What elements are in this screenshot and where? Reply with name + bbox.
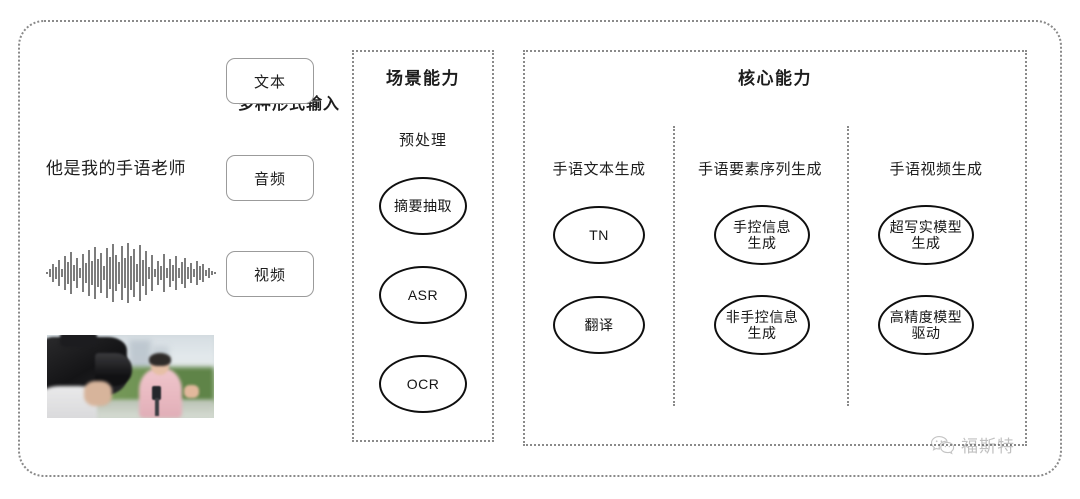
- node-summary-extraction[interactable]: 摘要抽取: [379, 177, 467, 235]
- node-tn[interactable]: TN: [553, 206, 645, 264]
- scene-capability-title: 场景能力: [386, 69, 460, 88]
- node-ocr[interactable]: OCR: [379, 355, 467, 413]
- input-panel: 多种形式输入 他是我的手语老师: [40, 90, 340, 420]
- node-manual-info-generation-line2: 生成: [747, 235, 777, 251]
- core-column-sign-element: 手语要素序列生成: [676, 158, 844, 179]
- modality-pill-audio[interactable]: 音频: [226, 155, 314, 201]
- core-capability-box: [523, 50, 1027, 446]
- core-column-sign-video: 手语视频生成: [850, 158, 1022, 179]
- node-translation[interactable]: 翻译: [553, 296, 645, 354]
- core-column-sign-video-header: 手语视频生成: [889, 161, 983, 178]
- node-photoreal-model-generation-line1: 超写实模型: [889, 218, 963, 235]
- node-nonmanual-info-generation[interactable]: 非手控信息 生成: [714, 295, 810, 355]
- node-manual-info-generation-line1: 手控信息: [733, 218, 791, 235]
- core-divider-2: [847, 126, 849, 406]
- modality-pill-audio-label: 音频: [253, 170, 286, 188]
- node-ocr-label: OCR: [406, 375, 440, 392]
- node-asr[interactable]: ASR: [379, 266, 467, 324]
- node-nonmanual-info-generation-line1: 非手控信息: [725, 308, 799, 325]
- scene-preprocess-label: 预处理: [398, 132, 447, 149]
- node-summary-extraction-label: 摘要抽取: [394, 197, 452, 214]
- video-thumbnail: [47, 335, 214, 418]
- modality-pill-text[interactable]: 文本: [226, 58, 314, 104]
- node-photoreal-model-generation[interactable]: 超写实模型 生成: [878, 205, 974, 265]
- core-capability-title: 核心能力: [738, 69, 812, 88]
- node-tn-label: TN: [589, 226, 609, 243]
- sample-text-line: 他是我的手语老师: [46, 159, 186, 178]
- scene-capability-box: [352, 50, 494, 442]
- wechat-icon: [930, 435, 956, 455]
- core-column-sign-element-header: 手语要素序列生成: [697, 161, 822, 178]
- core-column-sign-text-header: 手语文本生成: [552, 161, 646, 178]
- node-manual-info-generation[interactable]: 手控信息 生成: [714, 205, 810, 265]
- node-highprecision-model-driving-line1: 高精度模型: [889, 308, 963, 325]
- watermark-text: 福斯特: [961, 437, 1015, 457]
- watermark: 福斯特: [930, 432, 1015, 457]
- node-translation-label: 翻译: [584, 316, 614, 333]
- modality-pill-video[interactable]: 视频: [226, 251, 314, 297]
- core-column-sign-text: 手语文本生成: [528, 158, 670, 179]
- modality-pill-video-label: 视频: [253, 266, 286, 284]
- core-divider-1: [673, 126, 675, 406]
- modality-pill-text-label: 文本: [253, 73, 286, 91]
- node-highprecision-model-driving-line2: 驱动: [911, 325, 941, 341]
- node-asr-label: ASR: [407, 286, 439, 303]
- audio-waveform-icon: [44, 242, 222, 304]
- outer-frame: [18, 20, 1062, 477]
- node-nonmanual-info-generation-line2: 生成: [747, 325, 777, 341]
- node-photoreal-model-generation-line2: 生成: [911, 235, 941, 251]
- node-highprecision-model-driving[interactable]: 高精度模型 驱动: [878, 295, 974, 355]
